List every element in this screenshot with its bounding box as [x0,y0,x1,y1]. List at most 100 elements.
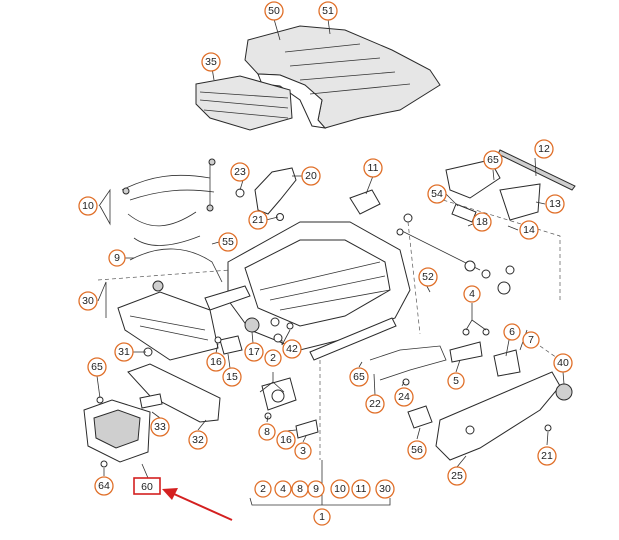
callout-label: 65 [487,154,499,166]
callout-circle [244,342,264,362]
callout-42: 42 [282,339,302,359]
callout-24: 24 [394,387,414,407]
callout-label: 30 [82,295,94,307]
callout-12: 12 [534,139,554,159]
recliner-mechanism [349,149,576,295]
callout-label: 2 [270,352,276,364]
callout-64: 64 [94,476,114,496]
callout-circle [394,387,414,407]
callout-14: 14 [519,220,539,240]
callout-31: 31 [114,342,134,362]
callout-7: 7 [522,331,540,349]
callout-15: 15 [222,367,242,387]
callout-label: 21 [252,214,264,226]
side-trim-panel [369,328,573,461]
callout-circle [254,480,272,498]
highlight-box [133,477,161,495]
callout-1: 1 [313,508,331,526]
callout-label: 31 [118,346,130,358]
callout-circle [301,166,321,186]
front-trim-panel [127,363,221,423]
callout-label: 32 [192,434,204,446]
callout-label: 24 [398,391,410,403]
callout-circle [222,367,242,387]
callout-circle [206,352,226,372]
callout-9: 9 [307,480,325,498]
seat-frame [204,221,411,361]
callout-label: 9 [114,252,120,264]
callout-label: 65 [353,371,365,383]
callout-label: 16 [210,356,222,368]
callout-circle [87,357,107,377]
callout-11: 11 [363,158,383,178]
callout-circle [150,417,170,437]
seat-pan-plate [117,280,219,361]
callout-circle [201,52,221,72]
callout-label: 10 [334,483,346,495]
callout-circle [94,476,114,496]
callout-circle [294,442,312,460]
callout-circle [318,1,338,21]
callout-circle [248,210,268,230]
callout-9: 9 [108,249,126,267]
callout-label: 2 [260,483,266,495]
callout-circle [313,508,331,526]
callout-label: 8 [297,483,303,495]
callout-circle [351,479,371,499]
callout-65: 65 [349,367,369,387]
callout-circle [483,150,503,170]
callout-circle [188,430,208,450]
callout-circle [447,372,465,390]
callout-8: 8 [258,423,276,441]
callout-55: 55 [218,232,238,252]
callout-50: 50 [264,1,284,21]
callout-label: 4 [469,288,475,300]
callout-3: 3 [294,442,312,460]
callout-circle [264,1,284,21]
callout-circle [418,267,438,287]
callout-circle [537,446,557,466]
callout-11: 11 [351,479,371,499]
callout-label: 11 [356,483,367,495]
callout-8: 8 [291,480,309,498]
callout-label: 17 [248,346,260,358]
callout-circle [553,353,573,373]
callout-label: 54 [431,188,443,200]
callout-22: 22 [365,394,385,414]
callout-circle [274,480,292,498]
callout-23: 23 [230,162,250,182]
callout-label: 8 [264,426,270,438]
callout-label: 18 [476,216,488,228]
callout-circle [522,331,540,349]
callout-56: 56 [407,440,427,460]
callout-label: 40 [557,357,569,369]
callout-circle [330,479,350,499]
callout-label: 14 [523,224,535,236]
callout-circle [363,158,383,178]
callout-label: 1 [319,511,325,523]
callout-10: 10 [78,196,98,216]
callout-circle [447,466,467,486]
callout-label: 6 [509,326,515,338]
callout-circle [503,323,521,341]
callout-label: 7 [528,334,534,346]
callout-circle [264,349,282,367]
callout-65: 65 [87,357,107,377]
callout-52: 52 [418,267,438,287]
highlighted-callout-60: 60 [133,477,161,495]
callout-label: 52 [422,271,434,283]
height-adjust-motor [261,377,319,439]
callout-30: 30 [375,479,395,499]
callout-21: 21 [248,210,268,230]
callout-circle [349,367,369,387]
callout-circle [375,479,395,499]
callout-label: 15 [226,371,238,383]
callout-40: 40 [553,353,573,373]
callout-circle [78,196,98,216]
callout-label: 5 [453,375,459,387]
highlight-label: 60 [141,481,153,493]
seat-cushion-insert [195,75,293,131]
callout-32: 32 [188,430,208,450]
callout-circle [307,480,325,498]
